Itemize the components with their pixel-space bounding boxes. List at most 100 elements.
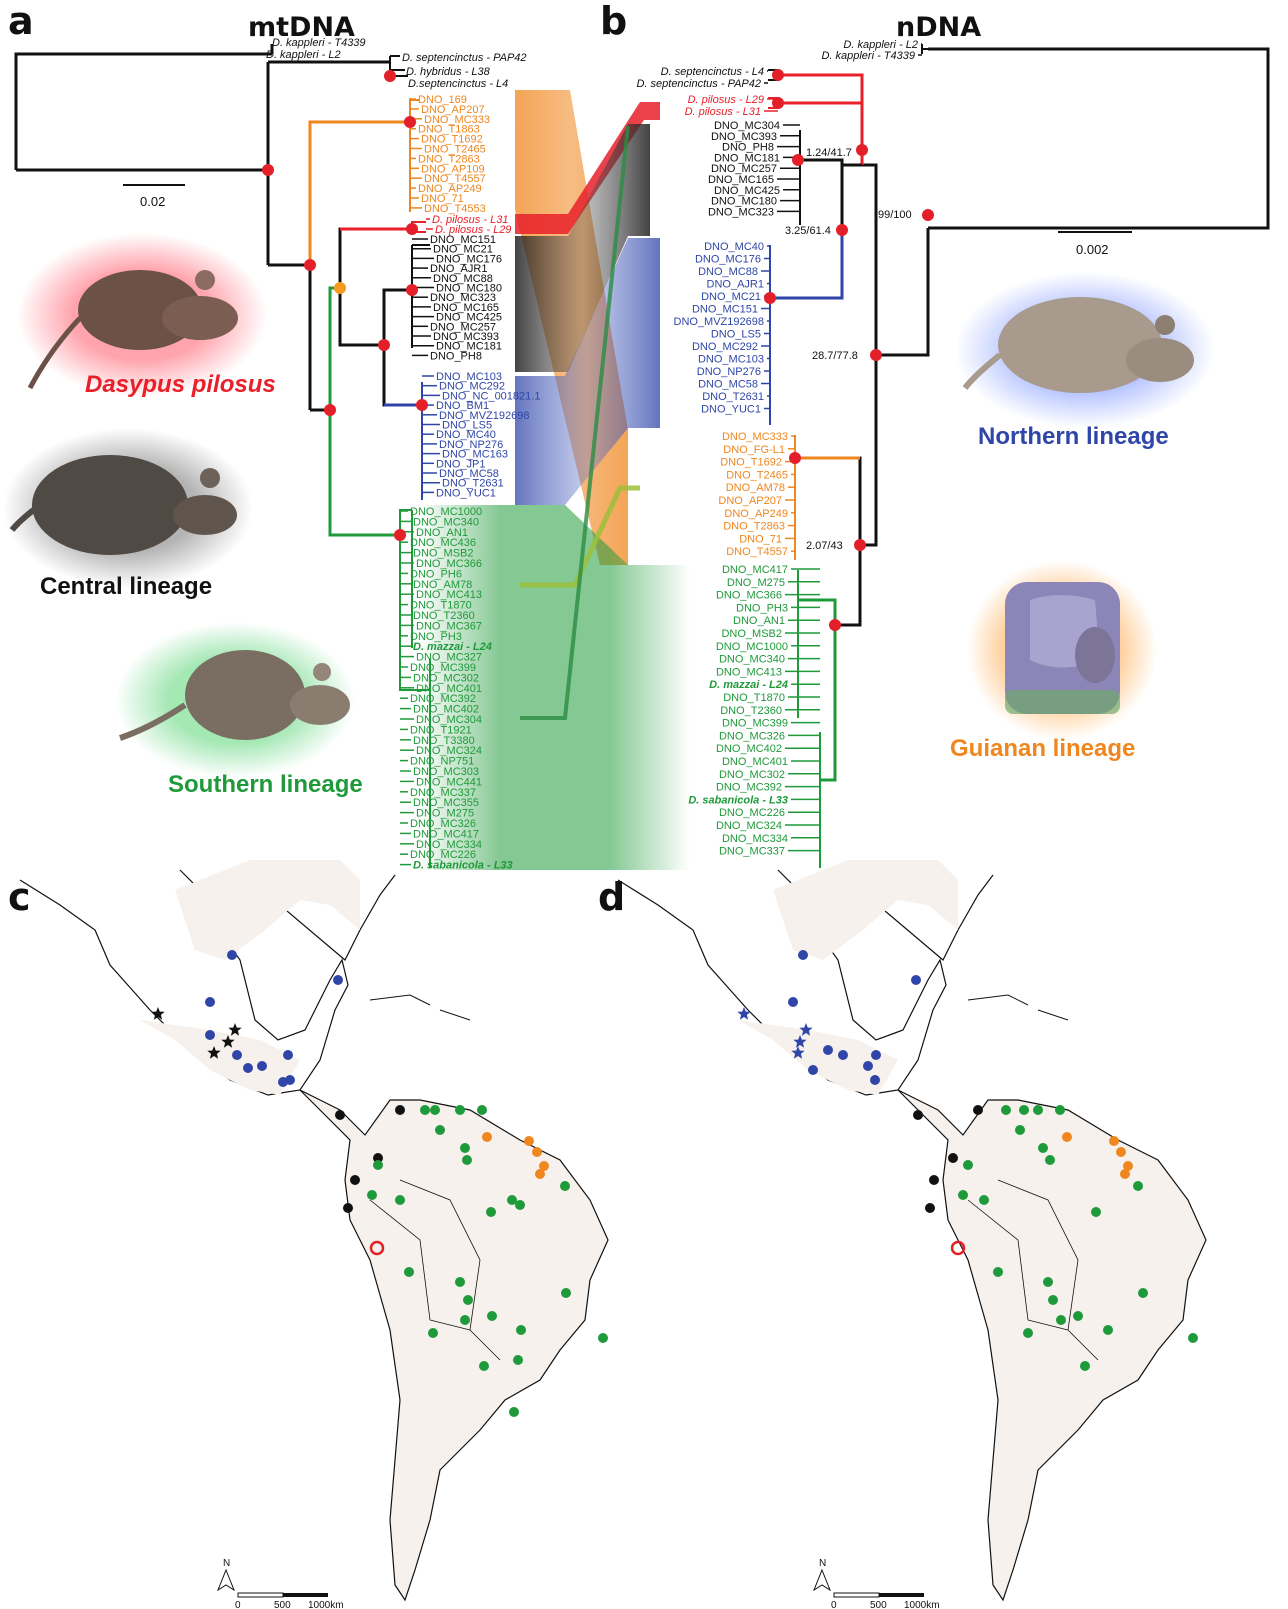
nd-leaf-label: DNO_YUC1 [701,404,761,416]
nd-node [829,619,841,631]
nd-leaf-label: DNO_MSB2 [721,628,782,640]
nd-leaf-label: DNO_T2631 [702,391,764,403]
nd-node [856,144,868,156]
nd-leaf-label: DNO_MC21 [701,291,761,303]
mt-leaf-label: DNO_PH8 [430,350,482,362]
nd-leaf-label: DNO_MC417 [722,564,788,576]
map-scale-bar: 05001000km [235,1593,344,1609]
nd-node [870,349,882,361]
sample-point-orange [1109,1136,1119,1146]
mt-node [404,116,416,128]
nd-leaf-label: DNO_MC399 [722,718,788,730]
nd-leaf-label: DNO_M275 [727,577,785,589]
nd-leaf-label: DNO_MC333 [722,431,788,443]
map-panel-d: 05001000kmN [618,860,1206,1609]
sample-point-orange [1120,1169,1130,1179]
sample-point-green [509,1407,519,1417]
nd-leaf-label: DNO_T2360 [720,705,782,717]
sample-point-black [343,1203,353,1213]
nd-leaf-label: DNO_T2863 [723,521,785,533]
nd-node [836,224,848,236]
sample-point-blue [257,1061,267,1071]
ndna-scale-bar: 0.002 [1058,232,1132,257]
north-arrow-icon: N [218,1558,234,1590]
sample-point-blue [278,1077,288,1087]
mt-node [384,70,396,82]
nd-leaf-label: DNO_MC1000 [716,641,788,653]
sample-point-green [561,1288,571,1298]
sample-point-green [486,1207,496,1217]
nd-leaf-label: DNO_MC302 [719,769,785,781]
nd-leaf-label: D. mazzai - L24 [709,679,788,691]
sample-point-blue [333,975,343,985]
mt-node [334,282,346,294]
nd-leaf-label: DNO_MC326 [719,730,785,742]
sample-point-blue [798,950,808,960]
sample-point-green [1043,1277,1053,1287]
ndna-scale-label: 0.002 [1076,242,1109,257]
type-locality-star [228,1023,241,1036]
pilosus-label: Dasypus pilosus [85,371,276,398]
mtdna-nodes [262,70,428,541]
sample-point-green [428,1328,438,1338]
sample-point-green [1138,1288,1148,1298]
sample-point-black [925,1203,935,1213]
sample-point-black [350,1175,360,1185]
sample-point-green [477,1105,487,1115]
sample-point-blue [863,1061,873,1071]
scale-end: 1000km [904,1600,940,1609]
nd-leaf-label: D. pilosus - L29 [688,94,764,106]
sample-point-blue [911,975,921,985]
nd-leaf-label: DNO_71 [739,533,782,545]
mt-leaf-label: D. septencinctus - PAP42 [402,52,527,64]
northern-label: Northern lineage [978,423,1169,450]
central-label: Central lineage [40,573,212,600]
sample-point-green [1056,1315,1066,1325]
sample-point-green [404,1267,414,1277]
nd-leaf-label: DNO_AP249 [724,508,788,520]
scale-mid: 500 [870,1600,887,1609]
map-panel-c: 05001000kmN [20,860,608,1609]
nd-leaf-label: DNO_T1692 [720,457,782,469]
nd-leaf-label: DNO_MC88 [698,266,758,278]
nd-leaf-label: D. septencinctus - L4 [661,66,764,78]
sample-point-green [1001,1105,1011,1115]
sample-point-black [929,1175,939,1185]
northern-illustration [955,272,1215,428]
sample-point-green [1015,1125,1025,1135]
mt-node [324,404,336,416]
mt-leaf-label: D.septencinctus - L4 [408,78,508,90]
sample-point-blue [808,1065,818,1075]
sample-point-green [1188,1333,1198,1343]
mt-node [406,223,418,235]
sample-point-green [1133,1181,1143,1191]
nd-leaf-label: DNO_T1870 [723,692,785,704]
sample-point-green [463,1295,473,1305]
sample-point-orange [1062,1132,1072,1142]
sample-point-green [1023,1328,1033,1338]
nd-node [922,209,934,221]
mt-node [262,164,274,176]
nd-leaf-label: DNO_FG-L1 [723,444,785,456]
sample-point-blue [227,950,237,960]
nd-leaf-label: D. sabanicola - L33 [688,794,788,806]
nd-leaf-label: DNO_MC226 [719,807,785,819]
sample-point-green [1103,1325,1113,1335]
sample-point-green [373,1160,383,1170]
sample-point-green [560,1181,570,1191]
nd-leaf-label: DNO_T4557 [726,546,788,558]
nd-leaf-label: D. septencinctus - PAP42 [636,78,761,90]
sample-point-green [979,1195,989,1205]
sample-point-green [1073,1311,1083,1321]
sample-point-green [1080,1361,1090,1371]
nd-leaf-label: D. kappleri - T4339 [821,50,915,62]
nd-leaf-label: DNO_T2465 [726,469,788,481]
sample-point-orange [535,1169,545,1179]
nd-leaf-label: DNO_MC324 [716,820,782,832]
mt-leaf-label: D. sabanicola - L33 [413,860,513,872]
scale-zero: 0 [235,1600,241,1609]
north-label: N [819,1558,826,1569]
central-range [140,1020,300,1095]
nd-leaf-label: DNO_MC40 [704,241,764,253]
islands [968,995,1068,1020]
